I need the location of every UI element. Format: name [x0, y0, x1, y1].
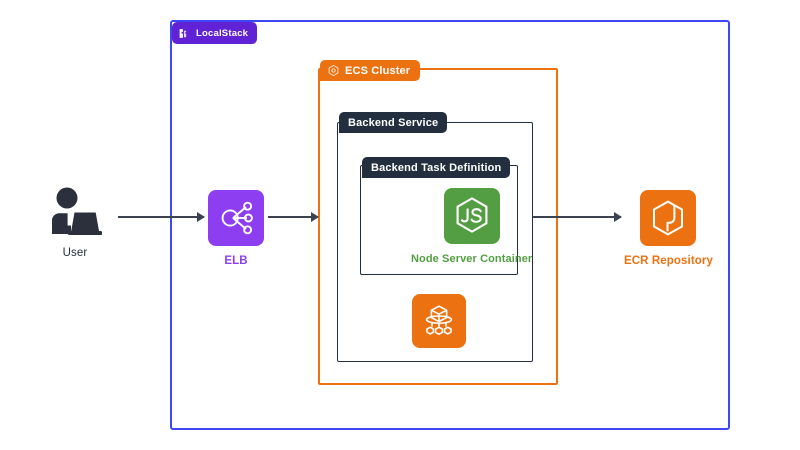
node-elb: ELB [208, 190, 264, 267]
ecs-cluster-badge: ECS Cluster [320, 60, 421, 81]
node-ecs-task-container [412, 294, 466, 348]
node-node-server-container-label: Node Server Container [411, 253, 533, 265]
node-node-server-container: Node Server Container [411, 188, 532, 265]
node-ecr-repository: ECR Repository [624, 190, 713, 267]
ecs-cluster-label-text: ECS Cluster [345, 64, 411, 77]
node-user-label: User [62, 247, 88, 259]
localstack-logo-icon [178, 27, 191, 40]
node-user: User [45, 186, 105, 259]
elastic-load-balancer-icon [208, 190, 264, 246]
backend-service-badge: Backend Service [339, 112, 448, 133]
node-elb-label: ELB [224, 255, 248, 267]
connector-elb-to-ecs-cluster [268, 216, 318, 218]
nodejs-hexagon-icon [443, 188, 500, 244]
aws-ecs-container-icon [412, 294, 466, 348]
localstack-badge: LocalStack [172, 22, 258, 44]
connector-user-to-elb [118, 216, 204, 218]
localstack-boundary [170, 20, 730, 430]
node-ecr-repository-label: ECR Repository [624, 255, 713, 267]
backend-service-label-text: Backend Service [348, 116, 439, 129]
user-at-laptop-icon [45, 186, 105, 238]
backend-task-definition-badge: Backend Task Definition [362, 157, 511, 178]
connector-backend-service-to-ecr [533, 216, 621, 218]
backend-task-definition-label-text: Backend Task Definition [371, 161, 502, 174]
ecr-cube-icon [640, 190, 697, 246]
ecs-cluster-boundary [318, 68, 558, 385]
ecs-cluster-hexagon-icon [327, 64, 340, 77]
localstack-label-text: LocalStack [196, 27, 249, 39]
